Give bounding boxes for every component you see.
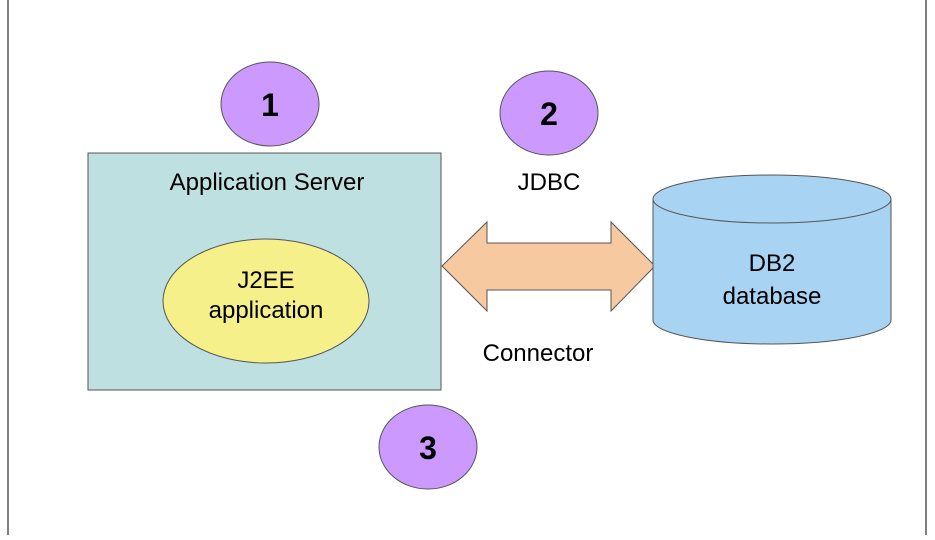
application-server-label: Application Server [170,169,365,196]
jdbc-label: JDBC [518,169,581,196]
j2ee-label-line1: J2EE [237,267,294,294]
step-2-circle [499,70,599,156]
step-1-circle [220,61,320,147]
database-top [652,174,892,224]
step-3-number: 3 [419,430,437,466]
database-label-line1: DB2 [749,250,796,277]
step-1-number: 1 [261,87,279,123]
db2-database-cylinder [652,174,892,345]
connector-label: Connector [483,340,594,367]
database-body [652,199,892,345]
database-label-line2: database [723,283,822,310]
step-2-number: 2 [540,96,558,132]
j2ee-label-line2: application [209,297,324,324]
step-3-circle [378,404,478,490]
j2ee-application-ellipse [162,238,370,364]
connector-double-arrow [441,220,656,313]
